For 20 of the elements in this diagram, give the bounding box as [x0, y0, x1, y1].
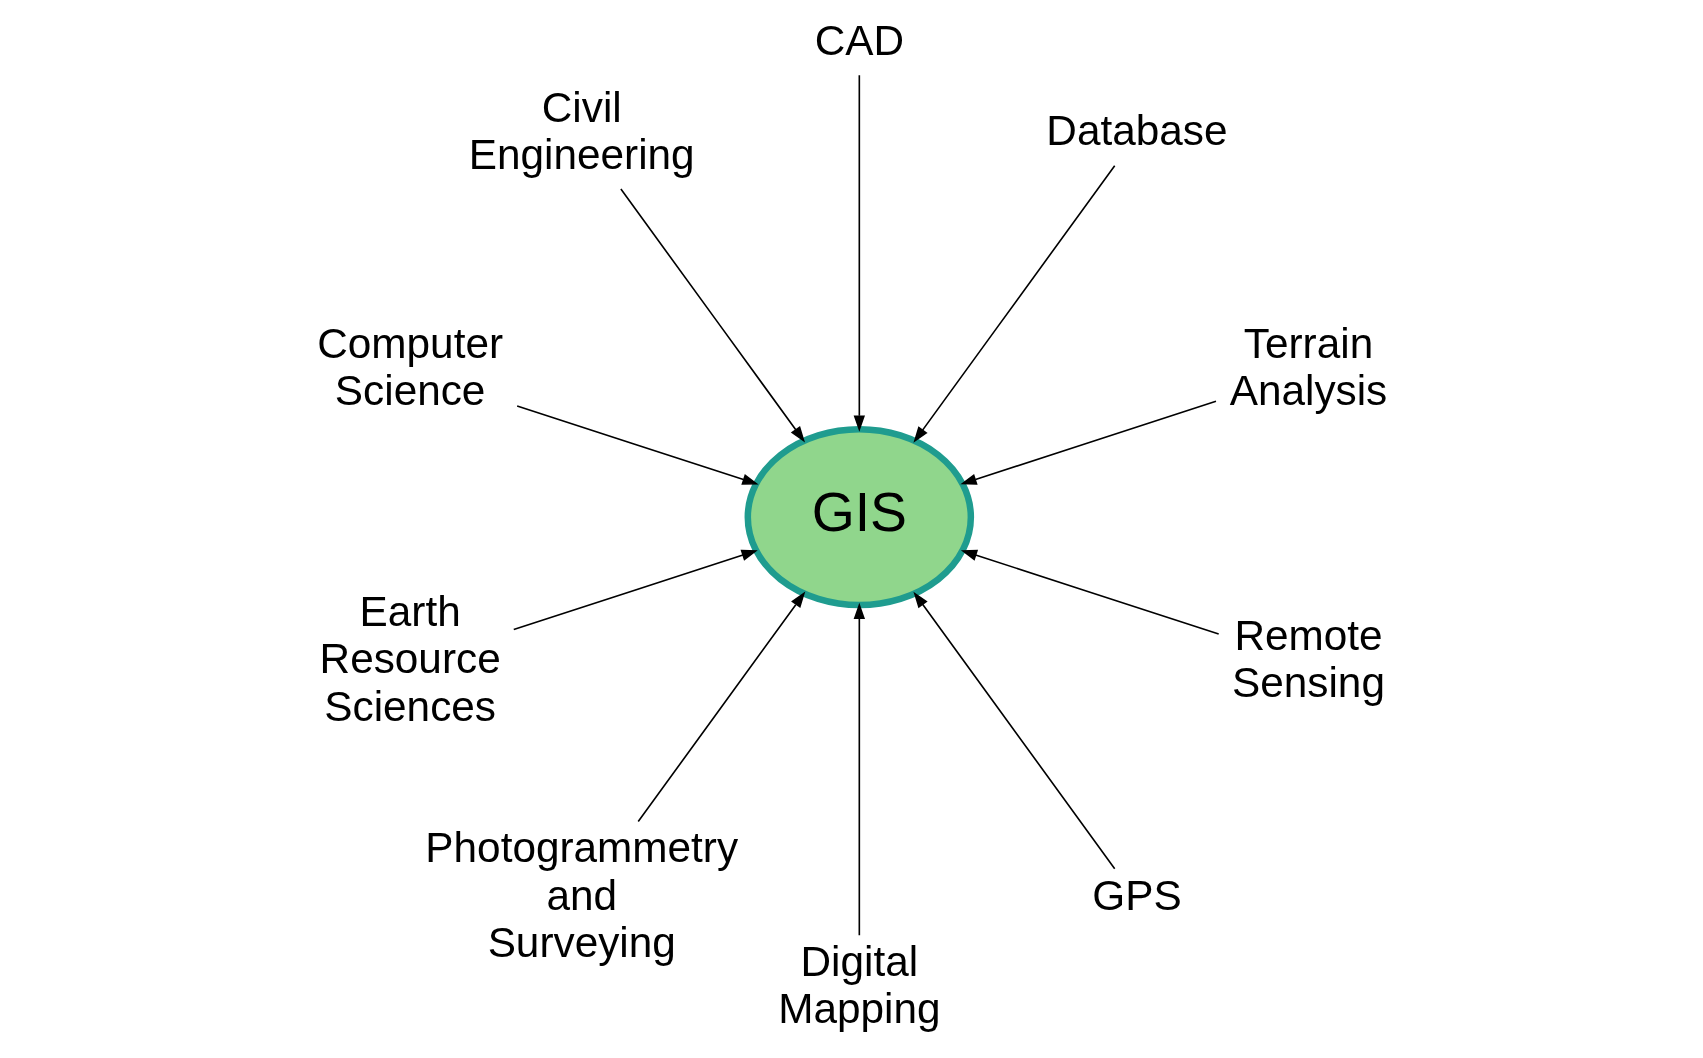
- arrow: [960, 549, 1219, 635]
- arrow: [853, 602, 865, 937]
- node-text: Earth Resource Sciences: [319, 588, 501, 730]
- arrow: [912, 164, 1115, 443]
- node-text: Computer Science: [316, 319, 503, 415]
- arrow: [619, 188, 805, 443]
- node-text: Terrain Analysis: [1229, 319, 1387, 415]
- arrow: [636, 591, 805, 823]
- arrow: [959, 400, 1217, 485]
- node-text: Civil Engineering: [468, 83, 695, 178]
- arrow: [512, 549, 758, 631]
- arrow: [515, 405, 759, 485]
- node-text: Photogrammetry and Surveying: [424, 824, 738, 966]
- node-text: Database: [1045, 107, 1228, 155]
- arrow: [912, 591, 1115, 870]
- node-text: GPS: [1091, 871, 1182, 919]
- node-text: CAD: [814, 17, 904, 65]
- node-text: Remote Sensing: [1231, 611, 1385, 707]
- arrow: [853, 74, 865, 432]
- node-text: Digital Mapping: [777, 938, 940, 1033]
